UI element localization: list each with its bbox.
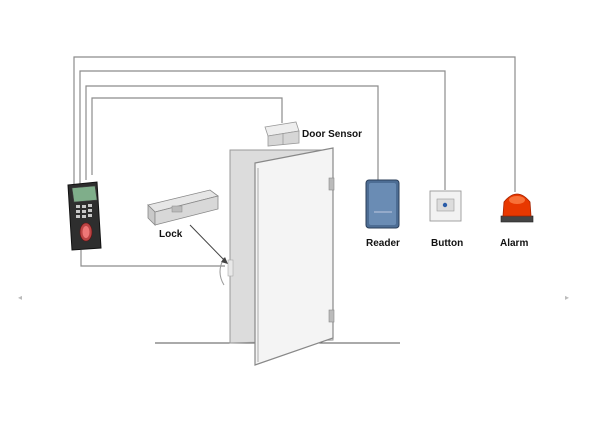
wiring [73,56,516,267]
lock-label: Lock [159,229,183,240]
hinge-top [328,177,335,191]
electric-lock [147,189,219,226]
wire-lock [80,250,225,267]
wire-button [79,70,446,190]
door-sensor-label: Door Sensor [302,129,363,140]
exit-button [429,190,462,222]
wire-door-sensor [91,97,283,175]
button-label: Button [431,238,464,249]
edge-mark-left: ◂ [18,293,22,302]
alarm-strobe [500,193,534,223]
lock-arrow-head [221,257,228,264]
wire-alarm [73,56,516,192]
edge-mark-right: ▸ [565,293,569,302]
reader-label: Reader [366,238,400,249]
alarm-label: Alarm [500,238,529,249]
card-reader [365,179,400,229]
door-sensor [264,121,300,147]
wire-reader [85,85,379,180]
door [254,147,334,366]
fingerprint-terminal [67,181,102,251]
hinge-bottom [328,309,335,323]
lock-arrow [189,224,227,263]
strike-plate [227,259,234,277]
